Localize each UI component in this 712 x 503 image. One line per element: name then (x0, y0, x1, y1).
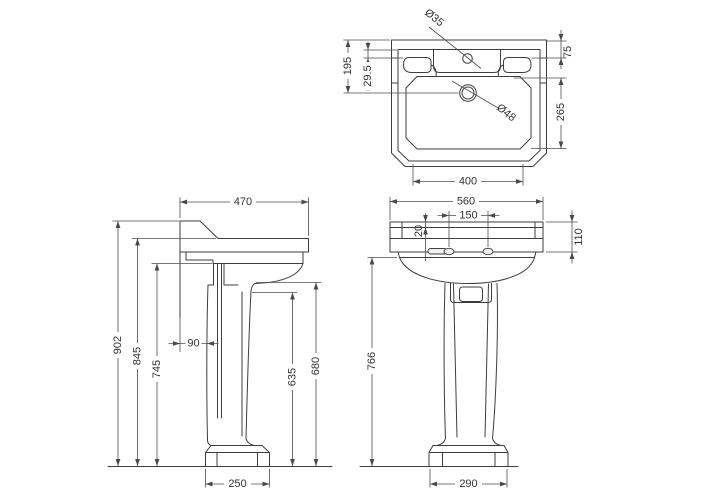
front-view (359, 221, 544, 467)
front-tap-hole-right (482, 247, 494, 256)
plan-outer-rim (391, 39, 547, 167)
dim-side-745: 745 (151, 360, 163, 378)
plan-soap-hook-left (430, 64, 437, 77)
front-tap-hole-left (443, 247, 455, 256)
dim-front-110: 110 (573, 228, 585, 246)
dimension-arrows (369, 199, 575, 487)
front-waste-box-inner (459, 286, 483, 302)
plan-bowl-opening (405, 76, 532, 150)
dim-front-20: 20 (413, 225, 425, 237)
dim-front-766: 766 (366, 352, 378, 370)
dim-front-560: 560 (457, 196, 475, 208)
dim-plan-195: 195 (342, 57, 354, 75)
dim-plan-29-5: 29.5 (362, 65, 374, 86)
plan-soap-hook-right (497, 64, 504, 77)
dim-label-masks (112, 196, 322, 490)
dim-front-290: 290 (459, 478, 477, 490)
side-plinth (205, 445, 270, 467)
dim-plan-400: 400 (459, 176, 477, 188)
dim-plan-tap-hole-dia: Ø35 (422, 7, 446, 29)
tap-hole-leader-line (428, 26, 482, 69)
dim-side-635: 635 (287, 368, 299, 386)
dim-plan-75: 75 (562, 46, 574, 58)
side-pedestal (206, 283, 256, 446)
dim-side-90: 90 (187, 338, 199, 350)
side-dimensions: 470 902 845 745 90 635 680 250 (112, 196, 322, 490)
dim-front-150: 150 (459, 210, 477, 222)
dim-label-masks (342, 53, 567, 187)
dim-label-masks (366, 196, 482, 490)
side-view (107, 220, 333, 467)
front-waste-box (450, 283, 492, 303)
front-dimensions: 560 150 20 110 766 290 (366, 196, 585, 491)
dim-plan-265: 265 (555, 103, 567, 121)
plan-view (391, 26, 547, 167)
front-plinth (428, 445, 509, 467)
dim-side-845: 845 (132, 347, 144, 365)
plan-waste-hole (461, 86, 475, 100)
plan-soap-recess-right (503, 57, 532, 73)
front-rim-band (389, 221, 544, 253)
side-bowl-curve (254, 263, 304, 284)
plan-inner-rim (397, 49, 541, 162)
dim-lines (367, 197, 578, 488)
dim-side-902: 902 (112, 336, 124, 354)
side-overflow-channel (213, 263, 225, 419)
waste-hole-leader-line (451, 80, 500, 109)
plan-soap-recess-left (403, 57, 432, 73)
dim-plan-waste-hole-dia: Ø48 (494, 102, 518, 124)
side-basin-outline (179, 220, 309, 318)
dim-lines (112, 197, 321, 488)
dim-side-680: 680 (310, 357, 322, 375)
front-pedestal (436, 283, 502, 446)
dim-side-250: 250 (228, 478, 246, 490)
front-bowl-curve (399, 257, 535, 284)
dim-lines (343, 30, 567, 186)
front-apron (397, 251, 537, 258)
plan-tap-hole (462, 53, 473, 64)
dim-side-470: 470 (234, 196, 252, 208)
plan-tap-platform (433, 49, 501, 73)
plan-waste-flange (459, 84, 477, 102)
